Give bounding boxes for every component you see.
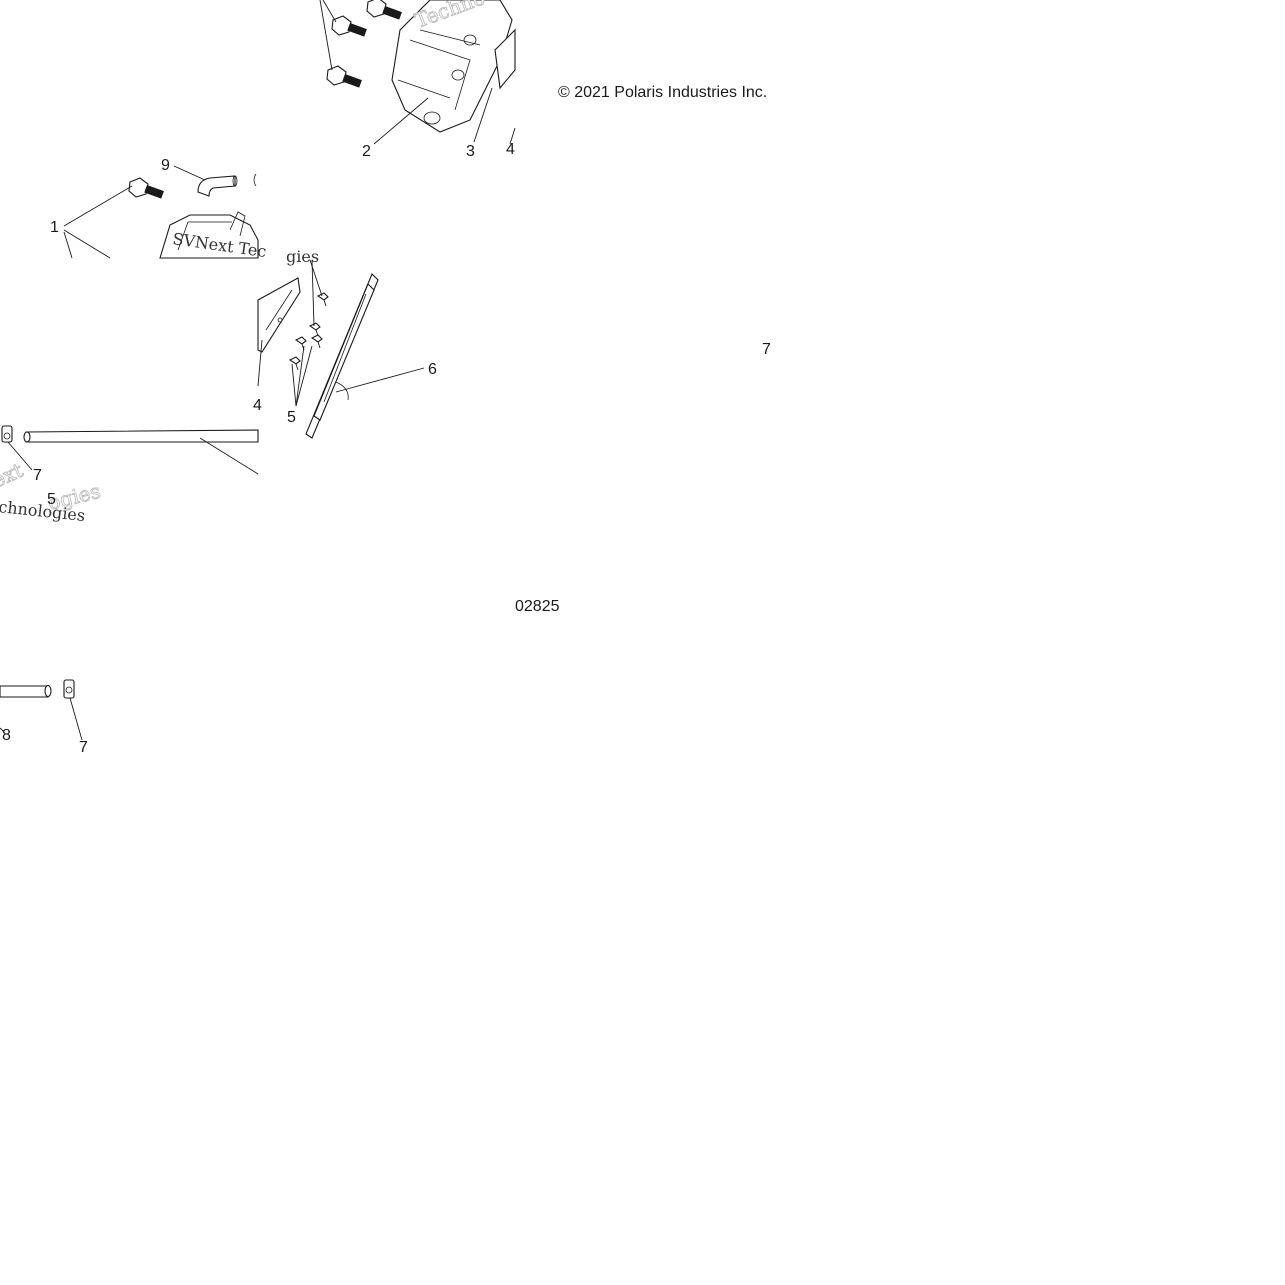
copyright-text: © 2021 Polaris Industries Inc. <box>558 84 767 101</box>
clamp-part <box>63 679 75 699</box>
watermark-text: gies <box>286 247 319 266</box>
bolt-part <box>331 15 367 37</box>
cover-plate-part <box>257 277 301 353</box>
callout-1: 1 <box>50 219 59 236</box>
watermark-text: ext <box>0 458 26 493</box>
hose-part <box>0 684 52 698</box>
hose-part <box>23 429 259 443</box>
callout-2: 2 <box>362 143 371 160</box>
tile-cover: gies 5 6 4 <box>253 247 437 439</box>
bracket-part <box>391 0 516 133</box>
callout-9: 9 <box>161 157 170 174</box>
gasket-part <box>305 273 379 439</box>
tile-hose-upper: 7 ext ogies chnologies 5 <box>0 425 259 525</box>
callout-fragment: 4 <box>253 397 262 414</box>
tile-left-upper: 9 1 SVNext Tec <box>50 157 268 261</box>
callout-3: 3 <box>466 143 475 160</box>
bolt-part <box>326 65 362 88</box>
bolt-part <box>366 0 402 20</box>
callout-7: 7 <box>33 467 42 484</box>
callout-5: 5 <box>287 409 296 426</box>
callout-7: 7 <box>762 341 771 358</box>
callout-7: 7 <box>79 739 88 756</box>
callout-6: 6 <box>428 361 437 378</box>
clamp-part <box>1 425 13 443</box>
tile-hose-lower: 7 8 <box>0 679 88 756</box>
tile-top: Techno 2 3 4 <box>319 0 516 160</box>
callout-8: 8 <box>2 727 11 744</box>
bolt-part <box>128 177 164 199</box>
callout-4: 4 <box>506 141 515 158</box>
drawing-number: 02825 <box>515 598 560 615</box>
elbow-fitting-part <box>197 175 238 197</box>
callout-5: 5 <box>47 491 56 508</box>
housing-part <box>159 211 259 259</box>
